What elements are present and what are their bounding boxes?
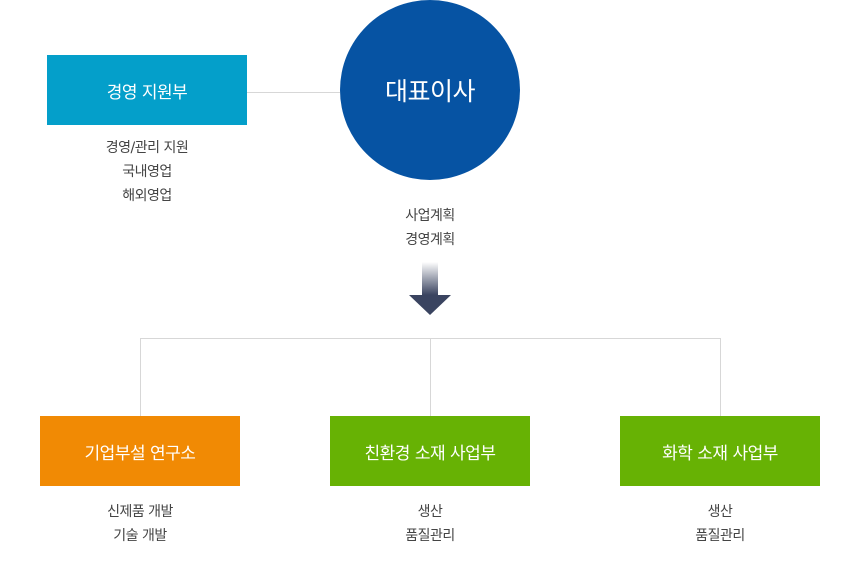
ceo-label: 대표이사 xyxy=(384,77,476,106)
duty-item: 사업계획 xyxy=(405,208,455,224)
ceo-duties: 사업계획 경영계획 xyxy=(330,204,530,252)
eco-materials-division-label: 친환경 소재 사업부 xyxy=(364,443,496,464)
duty-item: 생산 xyxy=(707,504,733,520)
eco-materials-duties: 생산 품질관리 xyxy=(330,500,530,548)
lab-branch-connector xyxy=(140,338,141,416)
duty-item: 국내영업 xyxy=(122,164,172,180)
research-lab-duties: 신제품 개발 기술 개발 xyxy=(40,500,240,548)
duty-item: 해외영업 xyxy=(122,188,172,204)
eco-materials-division-box: 친환경 소재 사업부 xyxy=(330,416,530,486)
management-support-duties: 경영/관리 지원 국내영업 해외영업 xyxy=(47,136,247,208)
ceo-node: 대표이사 xyxy=(340,0,520,180)
management-support-box: 경영 지원부 xyxy=(47,55,247,125)
duty-item: 경영계획 xyxy=(405,232,455,248)
chemical-materials-division-label: 화학 소재 사업부 xyxy=(662,443,778,464)
chemical-materials-division-box: 화학 소재 사업부 xyxy=(620,416,820,486)
duty-item: 생산 xyxy=(417,504,443,520)
chem-branch-connector xyxy=(720,338,721,416)
research-lab-label: 기업부설 연구소 xyxy=(84,443,196,464)
duty-item: 품질관리 xyxy=(695,528,745,544)
chemical-materials-duties: 생산 품질관리 xyxy=(620,500,820,548)
management-support-label: 경영 지원부 xyxy=(106,82,188,103)
down-arrow-icon xyxy=(409,262,451,316)
duty-item: 품질관리 xyxy=(405,528,455,544)
duty-item: 신제품 개발 xyxy=(107,504,173,520)
eco-branch-connector xyxy=(430,338,431,416)
support-to-ceo-connector xyxy=(247,92,340,93)
research-lab-box: 기업부설 연구소 xyxy=(40,416,240,486)
duty-item: 경영/관리 지원 xyxy=(105,140,189,156)
duty-item: 기술 개발 xyxy=(113,528,167,544)
